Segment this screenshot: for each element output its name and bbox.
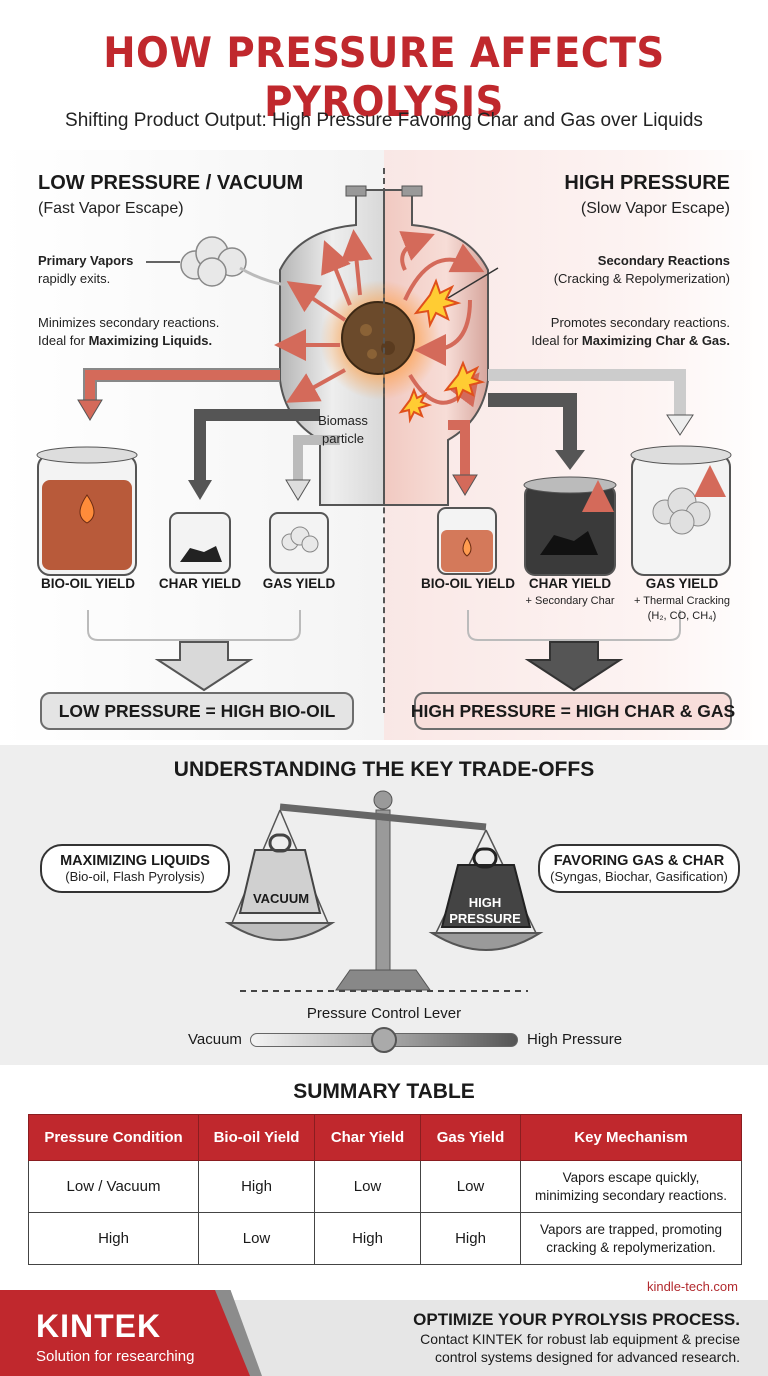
table-cell: Low [420,1160,521,1213]
favoring-gas-char-bubble: FAVORING GAS & CHAR (Syngas, Biochar, Ga… [538,844,740,893]
low-pressure-subtitle: (Fast Vapor Escape) [38,200,184,217]
table-cell: High [198,1160,315,1213]
secondary-reactions-text: (Cracking & Repolymerization) [553,271,730,286]
column-header: Key Mechanism [520,1114,742,1161]
lever-label: Pressure Control Lever [306,1005,462,1022]
low-note-line2: Ideal for Maximizing Liquids. [38,333,213,348]
low-gas-yield: GAS YIELD [262,576,336,591]
table-cell: Low / Vacuum [28,1160,199,1213]
table-cell: Vapors escape quickly,minimizing seconda… [520,1160,742,1213]
pressure-lever-slider[interactable] [250,1027,518,1053]
vacuum-weight-label: VACUUM [252,891,310,906]
brand-tagline: Solution for researching [36,1348,195,1365]
high-note-line1: Promotes secondary reactions. [550,315,730,330]
high-bio-oil-yield: BIO-OIL YIELD [420,576,515,591]
table-cell: Low [314,1160,421,1213]
page-title: HOW PRESSURE AFFECTS PYROLYSIS [103,28,665,126]
high-note-line2: Ideal for Maximizing Char & Gas. [531,333,730,348]
maximizing-liquids-bubble: MAXIMIZING LIQUIDS (Bio-oil, Flash Pyrol… [40,844,230,893]
table-row: Low / Vacuum High Low Low Vapors escape … [28,1160,742,1213]
cta-text: Contact KINTEK for robust lab equipment … [420,1331,740,1365]
brand-logo: KINTEK [36,1308,162,1344]
table-header-row: Pressure Condition Bio-oil Yield Char Yi… [28,1114,742,1161]
summary-title: SUMMARY TABLE [293,1080,475,1103]
lever-max-label: High Pressure [527,1031,623,1048]
high-pressure-subtitle: (Slow Vapor Escape) [580,200,730,217]
primary-vapors-text: rapidly exits. [38,271,111,286]
secondary-reactions-title: Secondary Reactions [597,253,730,268]
high-pressure-result: HIGH PRESSURE = HIGH CHAR & GAS [411,692,735,730]
lever-min-label: Vacuum [188,1031,242,1048]
high-pressure-title: HIGH PRESSURE [564,172,730,194]
brand-panel [0,1290,250,1376]
column-header: Char Yield [314,1114,421,1161]
table-row: High Low High High Vapors are trapped, p… [28,1212,742,1265]
column-header: Pressure Condition [28,1114,199,1161]
center-divider [383,168,385,713]
high-gas-yield: GAS YIELD [645,576,719,591]
low-note-line1: Minimizes secondary reactions. [38,315,220,330]
balance-scale-icon [224,790,544,992]
tradeoffs-title: UNDERSTANDING THE KEY TRADE-OFFS [173,758,595,781]
column-header: Bio-oil Yield [198,1114,315,1161]
gas-species-note: (H₂, CO, CH₄) [647,610,717,622]
table-cell: High [28,1212,199,1265]
reactor-diagram [36,185,732,692]
low-pressure-title: LOW PRESSURE / VACUUM [38,172,304,194]
thermal-cracking-note: + Thermal Cracking [633,595,731,607]
pressure-lever-knob[interactable] [371,1027,397,1053]
table-cell: High [420,1212,521,1265]
column-header: Gas Yield [420,1114,521,1161]
table-cell: High [314,1212,421,1265]
summary-table: Pressure Condition Bio-oil Yield Char Yi… [28,1114,742,1265]
low-pressure-result: LOW PRESSURE = HIGH BIO-OIL [40,692,354,730]
secondary-char-note: + Secondary Char [525,595,615,607]
page-subtitle: Shifting Product Output: High Pressure F… [65,110,703,131]
cta-title: OPTIMIZE YOUR PYROLYSIS PROCESS. [413,1310,740,1329]
high-char-yield: CHAR YIELD [528,576,612,591]
table-cell: Low [198,1212,315,1265]
low-char-yield: CHAR YIELD [158,576,242,591]
website-link[interactable]: kindle-tech.com [646,1279,738,1294]
primary-vapors-title: Primary Vapors [38,253,134,268]
low-bio-oil-yield: BIO-OIL YIELD [40,576,135,591]
